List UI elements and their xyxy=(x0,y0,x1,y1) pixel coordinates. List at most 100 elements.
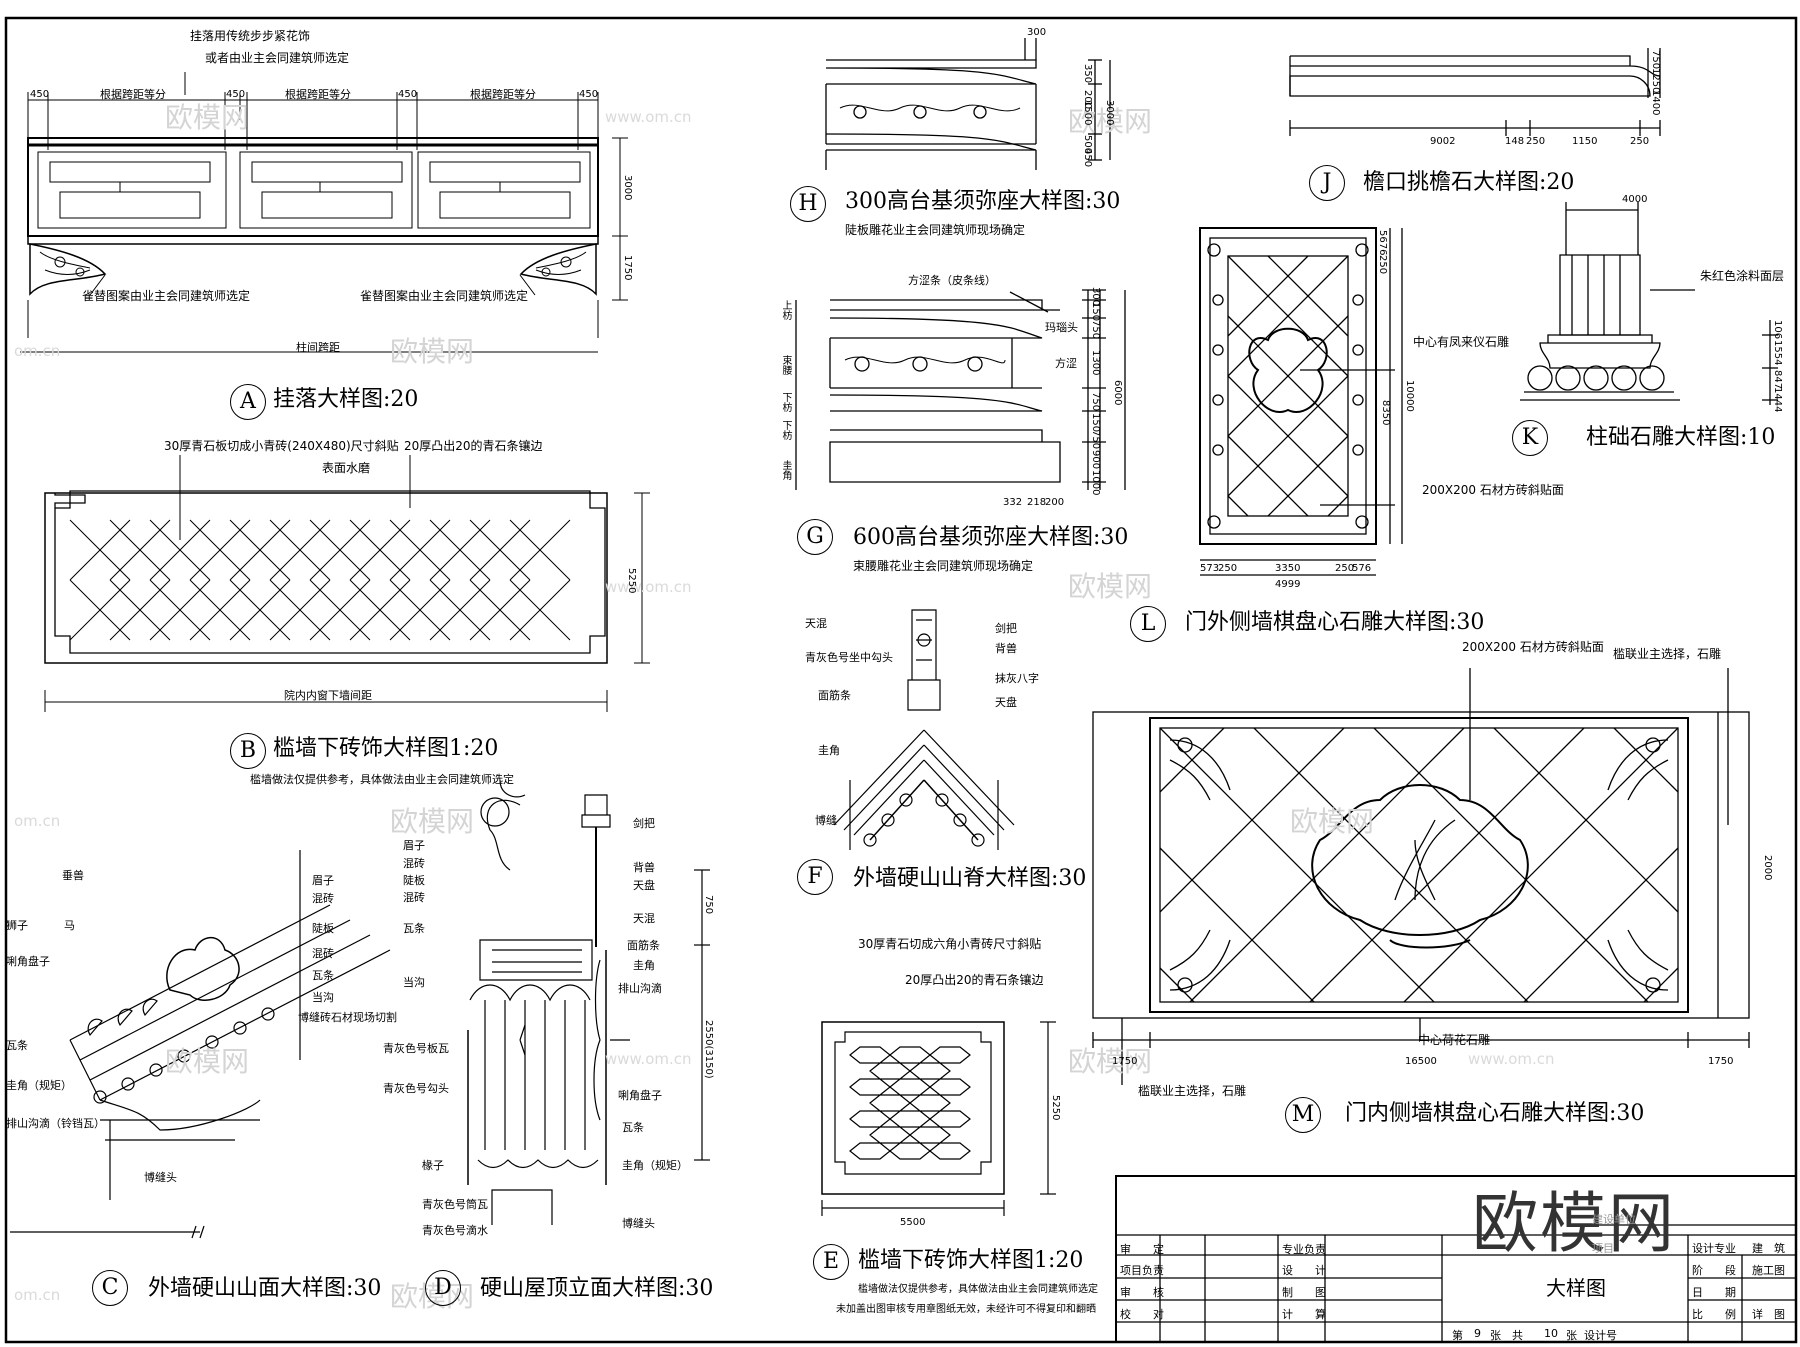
watermark-url-4: om.cn xyxy=(14,812,61,830)
e-dim-5250: 5250 xyxy=(1050,1095,1061,1121)
d-right-0: 剑把 xyxy=(633,817,655,830)
tb-right-value-0: 建 筑 xyxy=(1752,1242,1785,1255)
g-bottom-1: 218 xyxy=(1027,497,1047,508)
j-label-circle: J xyxy=(1309,165,1345,201)
d-right-3: 天混 xyxy=(633,912,655,925)
watermark-3: 欧模网 xyxy=(390,335,475,368)
detail-a-drawing xyxy=(20,72,628,353)
d-title: 硬山屋顶立面大样图:30 xyxy=(480,1276,714,1301)
h-title: 300高台基须弥座大样图:30 xyxy=(845,189,1121,214)
e-note-2: 20厚凸出20的青石条镶边 xyxy=(905,973,1044,987)
d-right-10: 博缝头 xyxy=(622,1217,655,1230)
tb-right-label-2: 日 期 xyxy=(1692,1286,1736,1299)
tb-sheet-total: 10 xyxy=(1544,1327,1558,1340)
watermark-url-3: www.om.cn xyxy=(605,578,692,596)
j-dim-5: 750 xyxy=(1650,50,1661,70)
c-label-5: 圭角（规矩） xyxy=(6,1079,72,1092)
tb-right-label-1: 阶 段 xyxy=(1692,1264,1736,1277)
detail-m-drawing xyxy=(1092,668,1750,1085)
a-spacing-3: 根据跨距等分 xyxy=(470,88,536,101)
watermark-8: 欧模网 xyxy=(1068,1045,1153,1078)
tb-sheet-mid: 张 共 xyxy=(1490,1329,1523,1342)
d-right-1: 背兽 xyxy=(633,861,655,874)
tb-left-3: 校 对 xyxy=(1120,1308,1164,1321)
m-dim-1750: 1750 xyxy=(1112,1056,1138,1067)
c-right-5: 当沟 xyxy=(312,991,334,1004)
g-dim-4: 750 xyxy=(1090,392,1101,412)
d-left-3: 混砖 xyxy=(403,891,425,904)
f-left-0: 天混 xyxy=(805,617,827,630)
j-dim-4: 250 xyxy=(1630,136,1650,147)
watermark-url-5: www.om.cn xyxy=(605,1050,692,1068)
tb-sheet-prefix: 第 xyxy=(1452,1329,1463,1342)
detail-f-drawing xyxy=(833,609,1015,850)
watermark-url-7: om.cn xyxy=(14,1286,61,1304)
watermark-4: 欧模网 xyxy=(1068,570,1153,603)
d-dim-2550: 2550(3150) xyxy=(703,1020,714,1079)
a-spacing-1: 根据跨距等分 xyxy=(100,88,166,101)
g-left-3: 下枋 xyxy=(780,420,791,440)
f-right-0: 剑把 xyxy=(995,622,1017,635)
c-label-4: 瓦条 xyxy=(6,1039,28,1052)
a-dim-3000: 3000 xyxy=(622,175,633,201)
f-label-circle: F xyxy=(797,859,833,895)
tb-right-label-0: 设计专业 xyxy=(1692,1242,1736,1255)
h-dim-6: 3000 xyxy=(1104,100,1115,126)
a-spacing-2: 根据跨距等分 xyxy=(285,88,351,101)
k-label-circle: K xyxy=(1512,420,1548,456)
watermark-1: 欧模网 xyxy=(165,101,250,134)
d-right-7: 唎角盘子 xyxy=(618,1089,662,1102)
c-label-1: 狮子 xyxy=(6,919,28,932)
d-dim-750: 750 xyxy=(703,895,714,915)
l-bottom-4: 576 xyxy=(1352,563,1372,574)
tb-left-0: 审 定 xyxy=(1120,1243,1164,1256)
m-title: 门内侧墙棋盘心石雕大样图:30 xyxy=(1345,1101,1645,1126)
d-right-2: 天盘 xyxy=(633,879,655,892)
g-left-2: 下枋 xyxy=(780,392,791,412)
d-left-1: 混砖 xyxy=(403,857,425,870)
detail-g-drawing xyxy=(795,289,1126,490)
f-left-2: 面筋条 xyxy=(818,689,851,702)
tb-mid-1: 设 计 xyxy=(1282,1264,1326,1277)
e-note-1: 30厚青石切成六角小青砖尺寸斜贴 xyxy=(858,937,1042,951)
a-dim-450-1: 450 xyxy=(30,89,50,100)
c-label-circle: C xyxy=(92,1270,128,1306)
d-right-4: 面筋条 xyxy=(627,939,660,952)
d-left-5: 当沟 xyxy=(403,976,425,989)
watermark-stamp: 欧模网 xyxy=(1472,1185,1676,1262)
b-width: 院内内窗下墙间距 xyxy=(284,689,372,702)
tb-left-1: 项目负责 xyxy=(1120,1264,1164,1277)
g-dim-3: 1300 xyxy=(1090,350,1101,376)
e-title: 槛墙下砖饰大样图1:20 xyxy=(858,1248,1084,1273)
l-note-1: 中心有凤来仪石雕 xyxy=(1413,335,1510,349)
tb-right-value-3: 详 图 xyxy=(1752,1308,1785,1321)
c-right-3: 混砖 xyxy=(312,947,334,960)
a-note-2: 或者由业主会同建筑师选定 xyxy=(205,51,350,65)
b-remark: 槛墙做法仅提供参考，具体做法由业主会同建筑师选定 xyxy=(250,773,514,786)
d-right-6: 排山沟滴 xyxy=(618,982,662,995)
f-left-1: 青灰色号坐中勾头 xyxy=(805,651,893,664)
j-dim-7: 1400 xyxy=(1650,90,1661,116)
h-dim-5: 450 xyxy=(1082,148,1093,168)
m-note-4: 槛联业主选择，石雕 xyxy=(1138,1084,1247,1098)
d-left-8: 椽子 xyxy=(422,1159,444,1172)
h-dim-2: 200 xyxy=(1082,90,1093,110)
b-note-3: 20厚凸出20的青石条镶边 xyxy=(404,439,543,453)
c-label-2: 马 xyxy=(64,919,75,932)
h-dim-4: 500 xyxy=(1082,135,1093,155)
f-title: 外墙硬山山脊大样图:30 xyxy=(853,866,1087,891)
a-queti-left: 雀替图案由业主会同建筑师选定 xyxy=(82,289,251,303)
watermark-url-1: www.om.cn xyxy=(605,108,692,126)
e-dim-5500: 5500 xyxy=(900,1217,926,1228)
g-dim-0: 300 xyxy=(1090,287,1101,307)
g-title: 600高台基须弥座大样图:30 xyxy=(853,525,1129,550)
detail-c-drawing xyxy=(10,850,391,1239)
l-bottom-2: 3350 xyxy=(1275,563,1301,574)
a-queti-right: 雀替图案由业主会同建筑师选定 xyxy=(360,289,529,303)
l-bottom-0: 573 xyxy=(1200,563,1220,574)
d-left-2: 陡板 xyxy=(403,874,425,887)
f-right-3: 天盘 xyxy=(995,696,1017,709)
tb-sheet-suffix: 张 xyxy=(1566,1329,1577,1342)
tb-right-label-3: 比 例 xyxy=(1692,1308,1736,1321)
